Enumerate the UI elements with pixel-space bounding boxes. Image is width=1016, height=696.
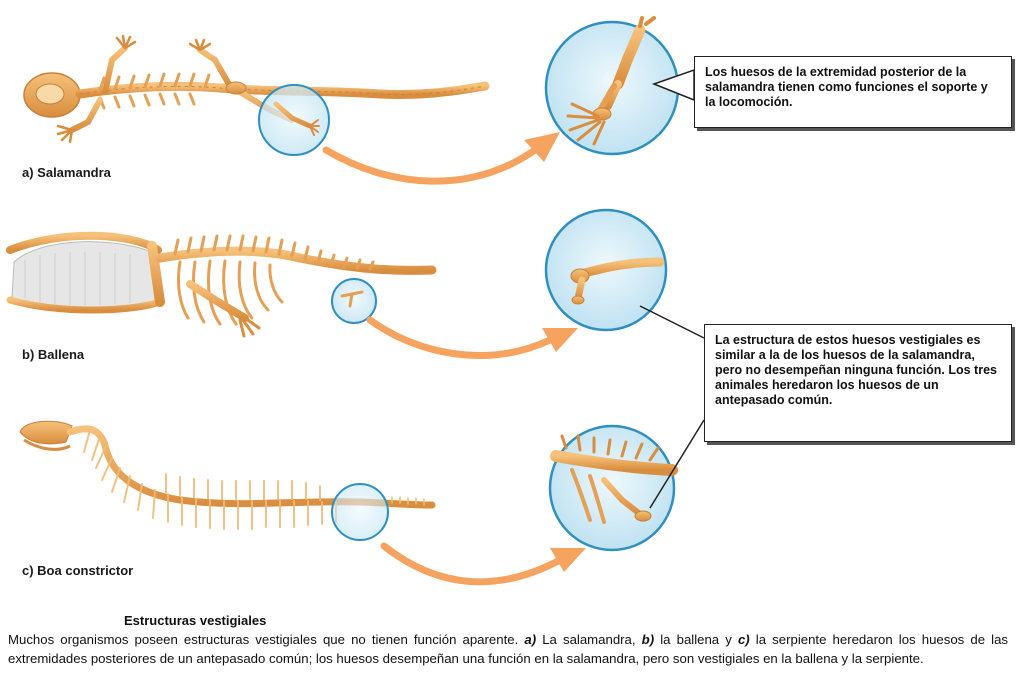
caption-text-2: La salamandra, xyxy=(536,632,642,647)
callout-middle: La estructura de estos huesos vestigiale… xyxy=(704,324,1012,442)
caption-mark-a: a) xyxy=(524,632,536,647)
zoom-arrow-b xyxy=(370,320,550,355)
caption-mark-c: c) xyxy=(738,632,750,647)
panel-label-a: a) Salamandra xyxy=(22,165,111,180)
panel-label-c: c) Boa constrictor xyxy=(22,563,133,578)
zoom-arrow-a xyxy=(326,150,535,181)
caption-title: Estructuras vestigiales xyxy=(124,613,266,628)
callout-top: Los huesos de la extremidad posterior de… xyxy=(694,56,1012,128)
snake-zoom-marker xyxy=(332,484,388,540)
caption-body: Muchos organismos poseen estructuras ves… xyxy=(8,630,1008,668)
callout-middle-pointer-b xyxy=(640,306,704,338)
zoom-arrow-c xyxy=(384,546,560,582)
caption-mark-b: b) xyxy=(642,632,654,647)
caption-text-3: la ballena y xyxy=(654,632,738,647)
salamander-skeleton xyxy=(24,36,485,142)
panel-label-b: b) Ballena xyxy=(22,347,84,362)
caption-text-1: Muchos organismos poseen estructuras ves… xyxy=(8,632,524,647)
whale-zoom-marker xyxy=(332,279,376,323)
